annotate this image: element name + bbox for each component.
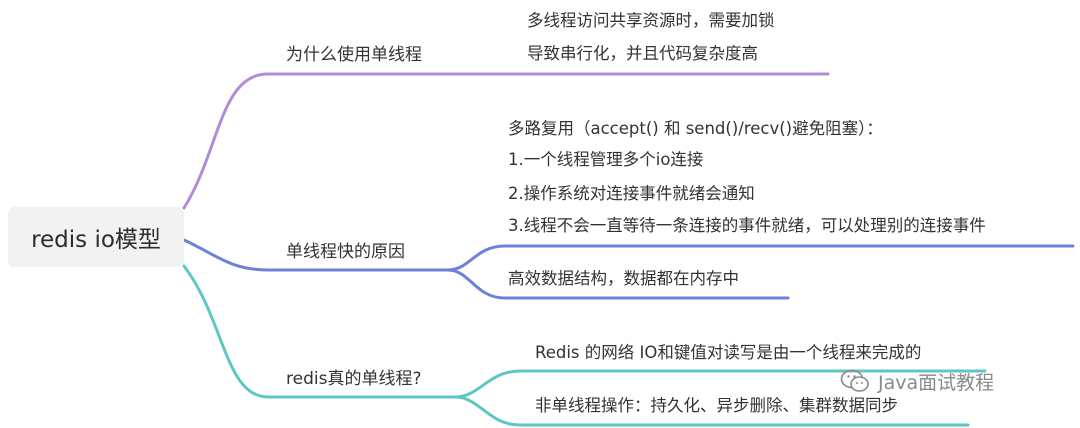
root-node: redis io模型	[8, 207, 184, 267]
branch-3-label: redis真的单线程?	[286, 369, 422, 389]
branch-2-label: 单线程快的原因	[286, 242, 405, 262]
connector-root-to-branch-3	[182, 264, 457, 399]
branch-2-item-1: 多路复用（accept() 和 send()/recv()避免阻塞）：	[508, 119, 883, 138]
root-label: redis io模型	[31, 227, 161, 253]
connector-branch-3-to-item-2	[453, 395, 970, 427]
branch-3-item-1: Redis 的网络 IO和键值对读写是由一个线程来完成的	[535, 343, 922, 362]
watermark: Java面试教程	[840, 366, 994, 396]
connector-branch-2-to-item-last	[446, 268, 790, 300]
branch-1-item-1: 多线程访问共享资源时，需要加锁	[527, 11, 775, 30]
watermark-text: Java面试教程	[878, 371, 995, 394]
branch-3-item-2: 非单线程操作：持久化、异步删除、集群数据同步	[535, 396, 898, 415]
connector-branch-2-to-item-group	[446, 244, 1075, 272]
branch-2-item-3: 2.操作系统对连接事件就绪会通知	[508, 184, 755, 203]
connector-root-to-branch-2	[182, 238, 450, 272]
branch-1-label: 为什么使用单线程	[286, 45, 422, 65]
branch-2-item-4: 3.线程不会一直等待一条连接的事件就绪，可以处理别的连接事件	[508, 216, 986, 235]
branch-2-item-2: 1.一个线程管理多个io连接	[508, 150, 704, 169]
connector-branch-3-to-item-1	[453, 369, 987, 399]
branch-2-item-5: 高效数据结构，数据都在内存中	[508, 269, 739, 288]
wechat-icon	[840, 369, 869, 392]
connector-root-to-branch-1	[182, 72, 527, 210]
branch-1-item-2: 导致串行化，并且代码复杂度高	[527, 44, 758, 63]
